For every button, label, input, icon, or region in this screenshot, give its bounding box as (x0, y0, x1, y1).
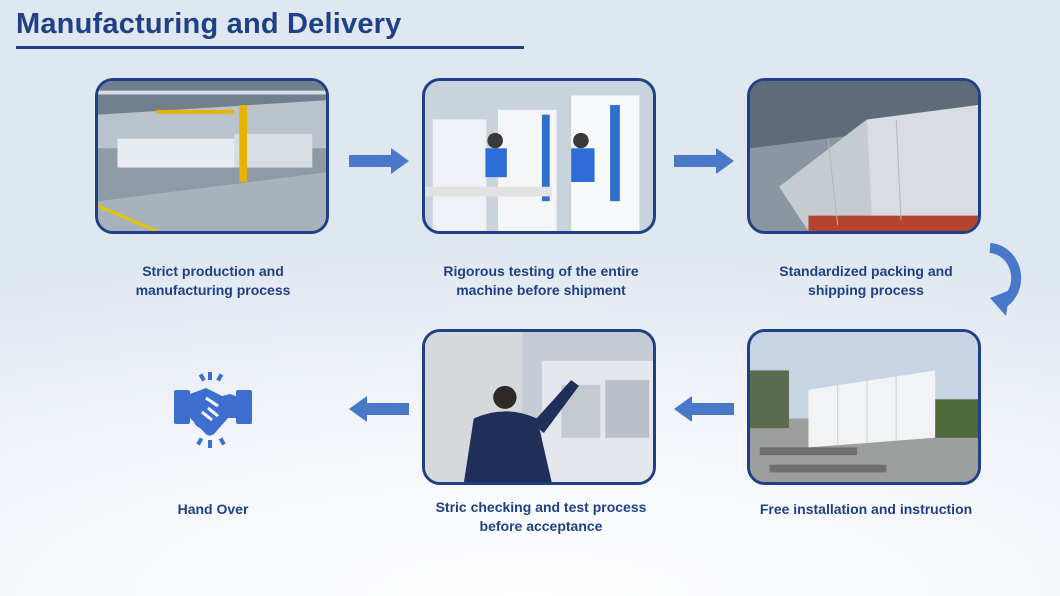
caption-line: manufacturing process (135, 282, 291, 298)
photo-machine-testing (422, 78, 656, 234)
page-title: Manufacturing and Delivery (16, 8, 402, 40)
handshake-icon (170, 368, 256, 452)
caption-line: before acceptance (479, 518, 603, 534)
caption-line: machine before shipment (456, 282, 626, 298)
caption-line: Strict production and (142, 263, 284, 279)
step-caption: Standardized packing and shipping proces… (746, 262, 986, 300)
right-arrow-icon (349, 148, 409, 174)
left-arrow-icon (349, 396, 409, 422)
photo-installation-site (747, 329, 981, 485)
photo-packed-shipment (747, 78, 981, 234)
caption-line: Stric checking and test process (435, 499, 647, 515)
caption-line: shipping process (808, 282, 924, 298)
step-caption: Rigorous testing of the entire machine b… (421, 262, 661, 300)
caption-line: Rigorous testing of the entire (443, 263, 639, 279)
step-caption: Strict production and manufacturing proc… (93, 262, 333, 300)
left-arrow-icon (674, 396, 734, 422)
photo-acceptance-check (422, 329, 656, 485)
caption-line: Standardized packing and (779, 263, 953, 279)
caption-line: Free installation and instruction (759, 501, 973, 517)
curved-down-arrow-icon (984, 240, 1032, 320)
step-caption: Stric checking and test process before a… (421, 498, 661, 536)
step-caption: Free installation and instruction (746, 500, 986, 519)
caption-line: Hand Over (177, 501, 249, 517)
right-arrow-icon (674, 148, 734, 174)
title-underline (16, 46, 524, 49)
photo-production-line (95, 78, 329, 234)
step-caption: Hand Over (93, 500, 333, 519)
